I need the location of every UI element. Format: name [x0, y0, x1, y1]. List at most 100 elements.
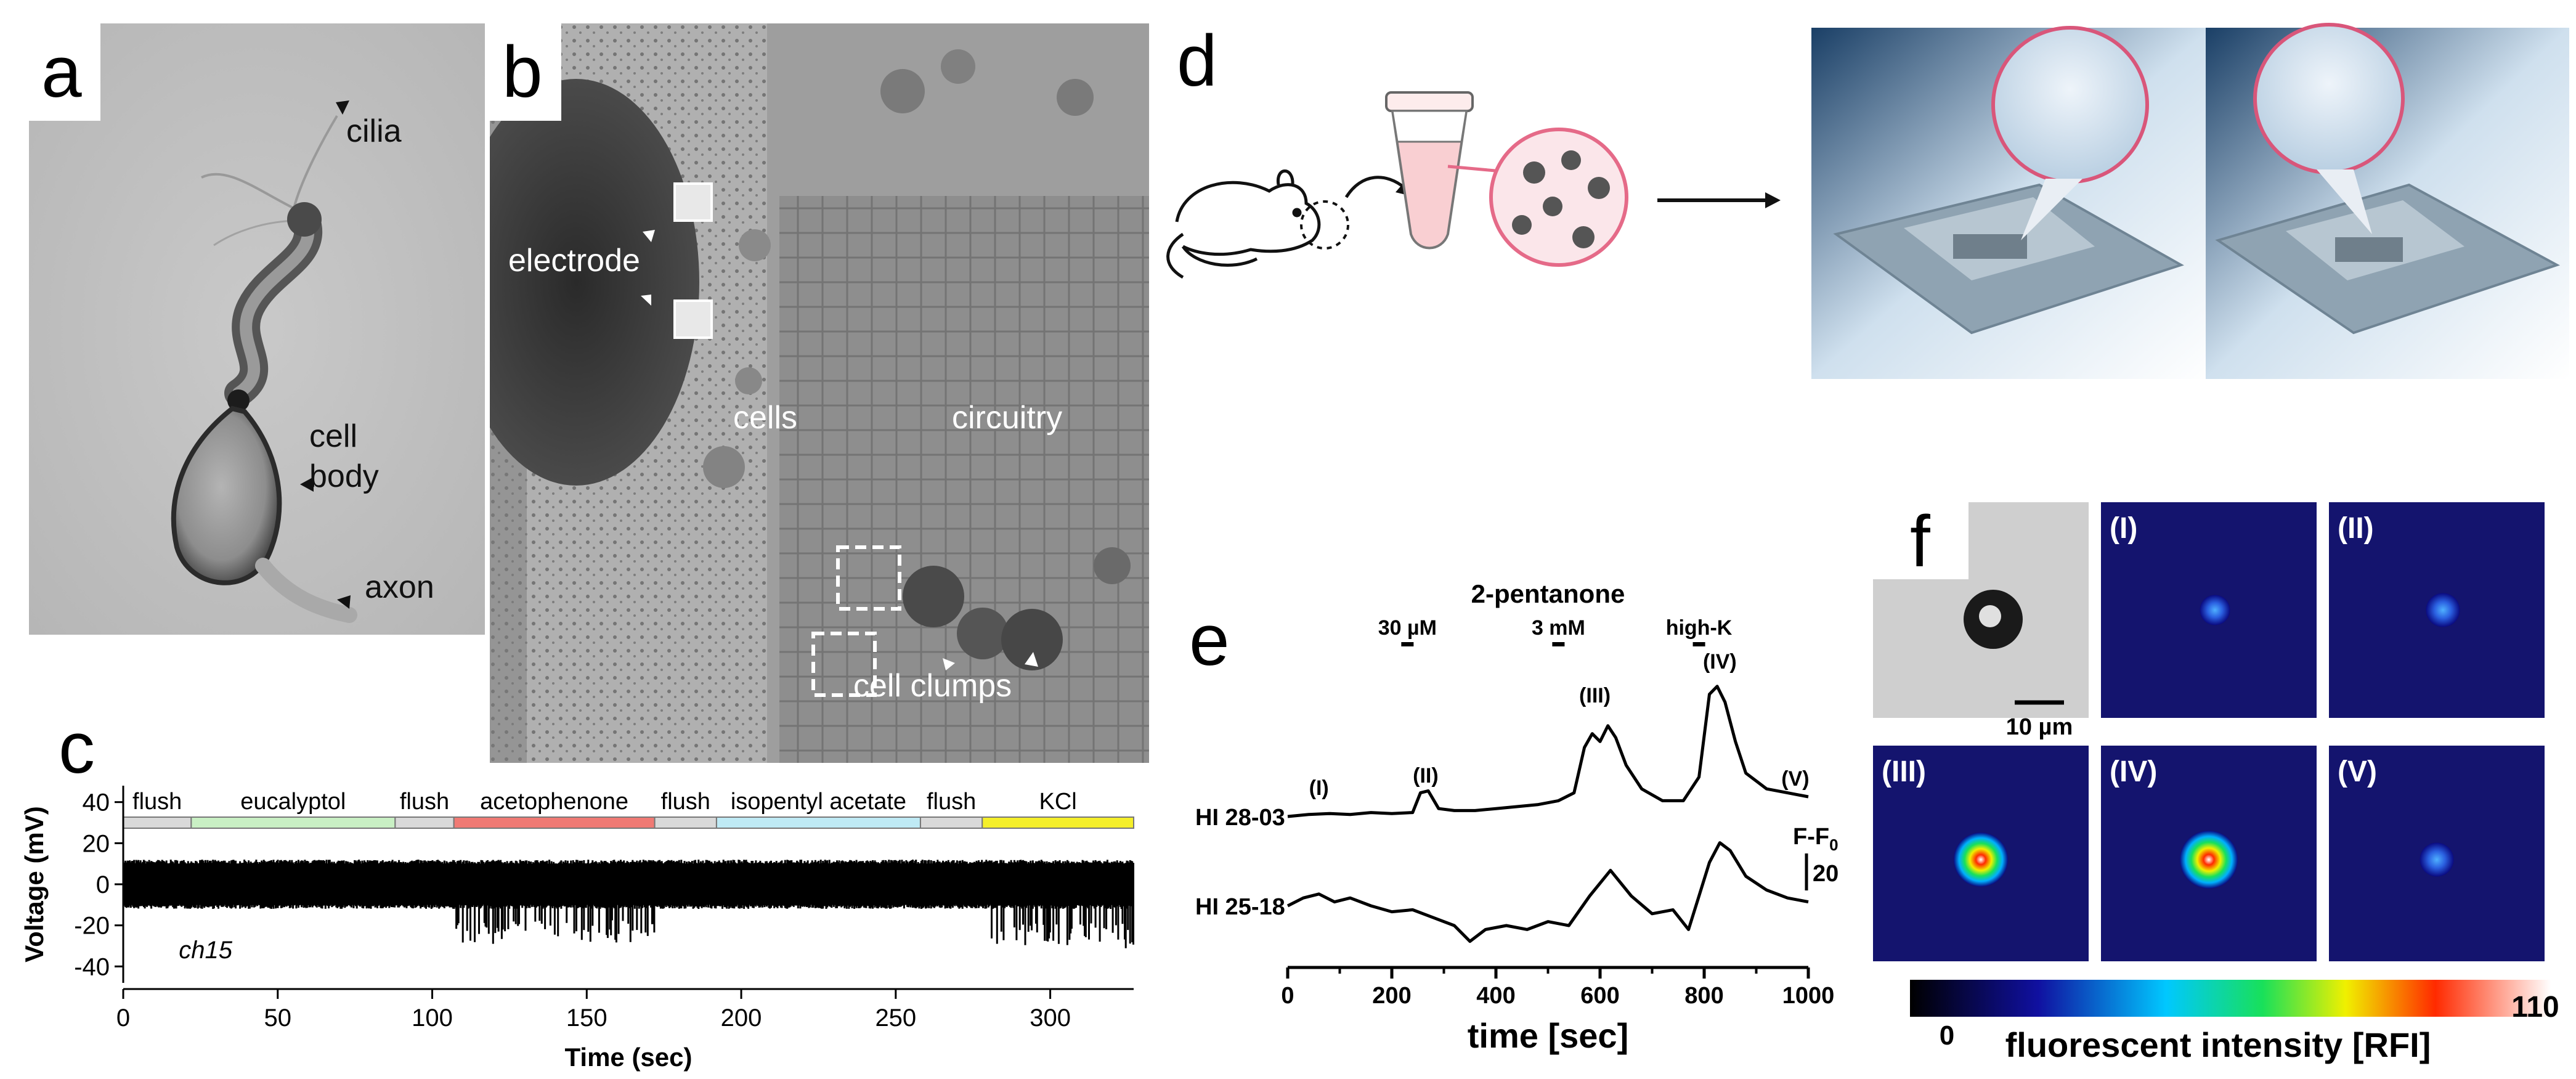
tile-label: (II) — [2338, 512, 2374, 545]
annotation-body: body — [309, 458, 379, 494]
cell-image-nucleus — [1979, 605, 2001, 627]
tile-label: (I) — [2110, 512, 2137, 545]
panel-d-schematic — [1166, 23, 2569, 379]
x-tick-label: 0 — [116, 1004, 130, 1032]
mouse-icon — [1166, 169, 1349, 279]
chip-illustration-1 — [1811, 26, 2212, 379]
segment-label: flush — [132, 789, 182, 815]
tile-label: (IV) — [2110, 755, 2157, 788]
fluorescence-spot — [2420, 842, 2454, 877]
phase-label: (II) — [1413, 764, 1439, 788]
tile-label: (III) — [1882, 755, 1926, 788]
x-tick-label: 0 — [1281, 983, 1294, 1009]
colorbar-min: 0 — [1940, 1020, 1954, 1051]
segment-label: flush — [927, 789, 976, 815]
segment-bar — [190, 816, 396, 829]
segment-bar — [981, 816, 1134, 829]
panel-f: 10 µm (I) (II) (III) (IV) (V) 0 110 fluorescent … — [1861, 493, 2576, 1076]
x-tick-label: 250 — [875, 1004, 916, 1032]
colorbar-label: fluorescent intensity [RFI] — [2005, 1025, 2431, 1064]
x-tick-label: 200 — [1372, 983, 1411, 1009]
panel-f-fluorescence: 10 µm (I) (II) (III) (IV) (V) 0 110 fluorescent … — [1873, 502, 2559, 1064]
tile-label: (V) — [2338, 755, 2377, 788]
phase-label: (V) — [1781, 767, 1809, 791]
segment-label: eucalyptol — [240, 789, 346, 815]
x-tick-label: 200 — [721, 1004, 762, 1032]
scale-subscript: 0 — [1829, 836, 1838, 854]
y-tick-label: 20 — [83, 830, 110, 857]
panel-a-label: a — [29, 23, 100, 121]
panel-b-label: b — [490, 23, 561, 121]
x-tick-label: 150 — [566, 1004, 607, 1032]
panel-a-micrograph — [29, 23, 485, 635]
segment-bar — [123, 816, 192, 829]
y-tick-label: -20 — [74, 913, 110, 940]
annotation-cells: cells — [733, 400, 798, 436]
y-tick-label: 40 — [83, 789, 110, 816]
panel-e-trace-chart: HI 28-03 HI 25-18 2-pentanone 30 µM 3 mM high… — [1195, 579, 1839, 1055]
panel-e: e HI 28-03 HI 25-18 2-pentanone 30 µM 3 mM hi… — [1171, 511, 1855, 1076]
colorbar-max: 110 — [2511, 991, 2559, 1024]
x-tick-label: 400 — [1476, 983, 1515, 1009]
annotation-cell: cell — [309, 418, 358, 454]
x-axis-label: Time (sec) — [565, 1043, 693, 1072]
panel-b-arrowheads — [641, 230, 1038, 670]
segment-label: KCl — [1039, 789, 1077, 815]
stimulus-mark — [1692, 642, 1705, 646]
x-tick-label: 600 — [1580, 983, 1619, 1009]
fluorescence-spot — [1954, 833, 2008, 887]
stimulus-mark — [1552, 642, 1565, 646]
stimulus-label: 3 mM — [1532, 616, 1585, 640]
x-tick-label: 100 — [412, 1004, 453, 1032]
y-axis-label: Voltage (mV) — [20, 806, 49, 963]
fluorescence-spot — [2426, 593, 2460, 627]
segment-label: isopentyl acetate — [731, 789, 906, 815]
x-tick-label: 50 — [264, 1004, 292, 1032]
calcium-trace — [1286, 841, 1809, 943]
phase-label: (I) — [1309, 776, 1329, 800]
annotation-axon: axon — [365, 569, 434, 605]
scalebar-label: 10 µm — [2006, 714, 2073, 740]
segment-bar — [654, 816, 717, 829]
channel-label: ch15 — [179, 937, 232, 964]
annotation-electrode: electrode — [508, 243, 640, 279]
annotation-cilia: cilia — [346, 113, 402, 149]
x-tick-label: 1000 — [1782, 983, 1835, 1009]
scale-label: F-F0 — [1793, 824, 1839, 854]
segment-bar — [453, 816, 656, 829]
x-tick-label: 800 — [1684, 983, 1723, 1009]
segment-label: flush — [400, 789, 449, 815]
stimulus-title: 2-pentanone — [1471, 579, 1625, 608]
stimulus-mark — [1401, 642, 1414, 646]
fluorescence-spot — [2200, 595, 2230, 625]
panel-d: d — [1158, 0, 2576, 394]
panel-b-micrograph — [453, 23, 1149, 763]
y-tick-label: 0 — [96, 871, 110, 898]
stimulus-label: high-K — [1666, 616, 1733, 640]
colorbar — [1910, 980, 2551, 1017]
panel-c-label: c — [52, 712, 101, 784]
fluorescence-spot — [2180, 831, 2238, 889]
annotation-circuitry: circuitry — [952, 400, 1063, 436]
panel-e-label: e — [1183, 604, 1236, 677]
segment-bar — [394, 816, 455, 829]
x-axis-label: time [sec] — [1468, 1016, 1628, 1055]
label-backdrop — [1873, 502, 1969, 579]
segment-bar — [715, 816, 921, 829]
trace-label: HI 25-18 — [1195, 894, 1285, 920]
x-tick-label: 300 — [1030, 1004, 1071, 1032]
panel-a: a cilia cell body axon — [29, 23, 485, 635]
voltage-trace — [122, 860, 1134, 948]
segment-bar — [919, 816, 983, 829]
segment-label: acetophenone — [480, 789, 628, 815]
stimulus-label: 30 µM — [1378, 616, 1437, 640]
trace-label: HI 28-03 — [1195, 805, 1285, 831]
annotation-cell-clumps: cell clumps — [853, 668, 1012, 704]
calcium-trace — [1287, 685, 1809, 818]
phase-label: (III) — [1579, 684, 1611, 707]
panel-d-label: d — [1171, 25, 1224, 97]
panel-c-voltage-chart: flush eucalyptol flush acetophenone flush iso… — [20, 786, 1134, 1072]
segment-label: flush — [661, 789, 710, 815]
chip-illustration-2 — [2206, 23, 2569, 379]
